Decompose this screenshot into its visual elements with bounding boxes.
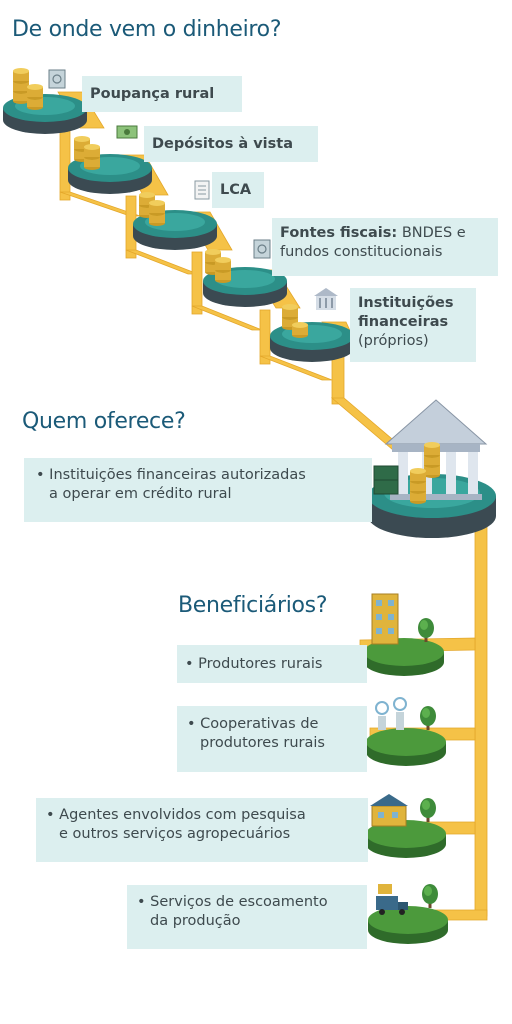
source-title: LCA xyxy=(220,181,252,198)
safe-icon xyxy=(253,239,271,259)
heading-offer: Quem oferece? xyxy=(22,409,186,434)
safe-icon xyxy=(48,69,66,89)
platform-1 xyxy=(3,68,87,134)
island-3 xyxy=(366,794,446,858)
platform-2 xyxy=(68,136,152,194)
beneficiary-label-cooperativas: • Cooperativas de produtores rurais xyxy=(177,706,367,772)
source-extra: BNDES e xyxy=(401,225,466,241)
source-title: Poupança rural xyxy=(90,85,215,102)
source-label-fontes-fiscais: Fontes fiscais: BNDES e fundos constituc… xyxy=(272,218,498,276)
island-2 xyxy=(366,697,446,766)
beneficiary-line: produtores rurais xyxy=(200,734,325,751)
heading-source: De onde vem o dinheiro? xyxy=(12,17,282,42)
money-icon xyxy=(116,125,138,139)
island-1 xyxy=(364,593,444,676)
beneficiary-line: • Serviços de escoamento xyxy=(137,894,328,910)
document-icon xyxy=(194,180,210,200)
beneficiary-label-agentes: • Agentes envolvidos com pesquisa e outr… xyxy=(36,798,368,862)
platform-4 xyxy=(203,249,287,307)
source-platforms xyxy=(3,68,354,362)
source-title: Fontes fiscais: xyxy=(280,225,398,241)
source-title: Depósitos à vista xyxy=(152,135,293,152)
tree-icon xyxy=(420,798,436,822)
source-line: Fontes fiscais: BNDES e xyxy=(280,224,490,243)
beneficiary-line: e outros serviços agropecuários xyxy=(59,825,291,842)
tree-icon xyxy=(420,706,436,730)
offer-label: • Instituições financeiras autorizadas a… xyxy=(24,458,372,522)
building-icon xyxy=(371,593,399,645)
lab-icon xyxy=(370,794,408,827)
platform-5 xyxy=(270,304,354,362)
source-label-depositos: Depósitos à vista xyxy=(144,126,318,162)
beneficiary-line: da produção xyxy=(150,912,241,929)
truck-icon xyxy=(376,884,408,915)
offer-line: • Instituições financeiras autorizadas xyxy=(36,467,306,483)
platform-3 xyxy=(133,192,217,250)
beneficiary-line: • Agentes envolvidos com pesquisa xyxy=(46,807,306,823)
island-4 xyxy=(368,884,448,944)
beneficiary-label-escoamento: • Serviços de escoamento da produção xyxy=(127,885,367,949)
source-title-2: financeiras xyxy=(358,313,449,330)
beneficiary-label-produtores: • Produtores rurais xyxy=(177,645,367,683)
source-extra: fundos constitucionais xyxy=(280,243,443,260)
beneficiary-line: • Cooperativas de xyxy=(187,716,319,732)
source-extra: (próprios) xyxy=(358,332,429,349)
source-label-instituicoes: Instituições financeiras (próprios) xyxy=(350,288,476,362)
tree-icon xyxy=(422,884,438,908)
source-label-poupanca: Poupança rural xyxy=(82,76,242,112)
source-label-lca: LCA xyxy=(212,172,264,208)
heading-beneficiaries: Beneficiários? xyxy=(178,593,328,618)
source-title: Instituições xyxy=(358,295,454,311)
beneficiary-line: • Produtores rurais xyxy=(185,655,323,672)
bank-icon xyxy=(314,288,338,310)
money-icon xyxy=(373,465,399,495)
bank-platform xyxy=(368,399,496,538)
beneficiary-islands xyxy=(364,593,448,944)
offer-line: a operar em crédito rural xyxy=(49,485,232,502)
people-icon xyxy=(375,697,407,730)
